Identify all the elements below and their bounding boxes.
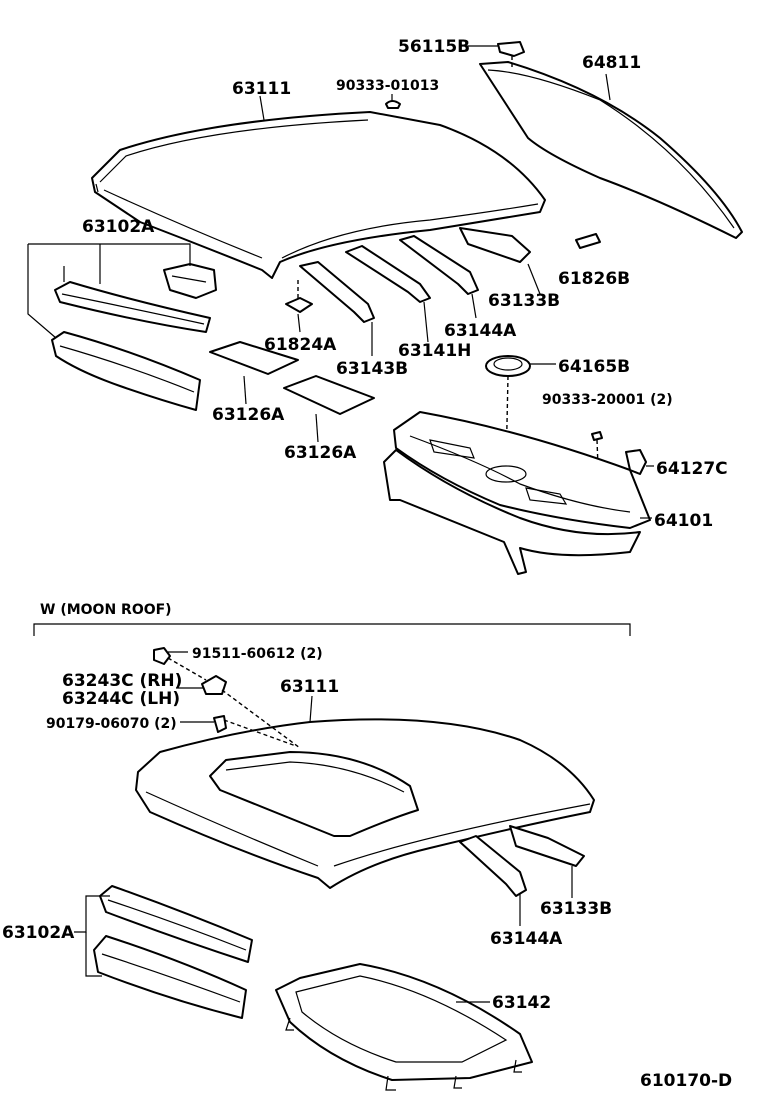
label-64101: 64101 xyxy=(654,511,713,531)
label-63143B: 63143B xyxy=(336,359,408,379)
label-63243C: 63243C (RH) xyxy=(62,671,182,691)
label-61826B: 61826B xyxy=(558,269,630,289)
silencer-pad-63126A-2 xyxy=(283,375,375,415)
fasteners-moonroof xyxy=(153,647,301,749)
front-header-63102A-top xyxy=(51,263,217,411)
label-63144A-top: 63144A xyxy=(444,321,517,341)
silencer-pad-63126A-1 xyxy=(209,341,299,375)
clip-56115B xyxy=(497,41,525,70)
label-63133B-top: 63133B xyxy=(488,291,560,311)
label-61824A: 61824A xyxy=(264,335,337,355)
moonroof-title: W (MOON ROOF) xyxy=(40,602,172,618)
roof-bows xyxy=(299,227,531,323)
label-64127C: 64127C xyxy=(656,459,728,479)
label-90179-06070: 90179-06070 (2) xyxy=(46,716,177,732)
label-63144A-bottom: 63144A xyxy=(490,929,563,949)
pad-61826B xyxy=(575,233,601,249)
label-63111-top: 63111 xyxy=(232,79,291,99)
label-63133B-bottom: 63133B xyxy=(540,899,612,919)
label-63111-bottom: 63111 xyxy=(280,677,339,697)
label-64811: 64811 xyxy=(582,53,641,73)
label-63102A-top: 63102A xyxy=(82,217,155,237)
clip-64127C xyxy=(625,449,647,475)
diagram-code: 610170-D xyxy=(640,1071,732,1091)
moonroof-bracket xyxy=(33,623,631,636)
pad-61824A xyxy=(285,297,313,313)
leader-lines-top xyxy=(27,45,654,519)
label-90333-20001: 90333-20001 (2) xyxy=(542,392,673,408)
front-header-63102A-bottom xyxy=(93,885,253,1019)
label-63244C: 63244C (LH) xyxy=(62,689,180,709)
grommet-90333-20001 xyxy=(591,431,603,441)
label-64165B: 64165B xyxy=(558,357,630,377)
grommet-90333-01013 xyxy=(385,100,401,109)
leader-lines-bottom xyxy=(74,651,573,1003)
label-63126A-2: 63126A xyxy=(284,443,357,463)
back-window-glass xyxy=(479,61,743,239)
label-63126A-1: 63126A xyxy=(212,405,285,425)
label-91511-60612: 91511-60612 (2) xyxy=(192,646,323,662)
roof-bow-63144A-bottom xyxy=(459,835,527,897)
label-90333-01013: 90333-01013 xyxy=(336,78,439,94)
package-tray-panel xyxy=(383,411,651,575)
label-56115B: 56115B xyxy=(398,37,470,57)
label-63142: 63142 xyxy=(492,993,551,1013)
roof-panel-moonroof xyxy=(135,718,595,889)
sunroof-housing xyxy=(275,963,533,1091)
roof-panel-top xyxy=(91,111,546,279)
roof-bow-63133B-bottom xyxy=(509,825,585,867)
label-63141H: 63141H xyxy=(398,341,471,361)
label-63102A-bottom: 63102A xyxy=(2,923,75,943)
part-labels: 56115B 64811 63111 90333-01013 63102A 61… xyxy=(2,37,732,1091)
